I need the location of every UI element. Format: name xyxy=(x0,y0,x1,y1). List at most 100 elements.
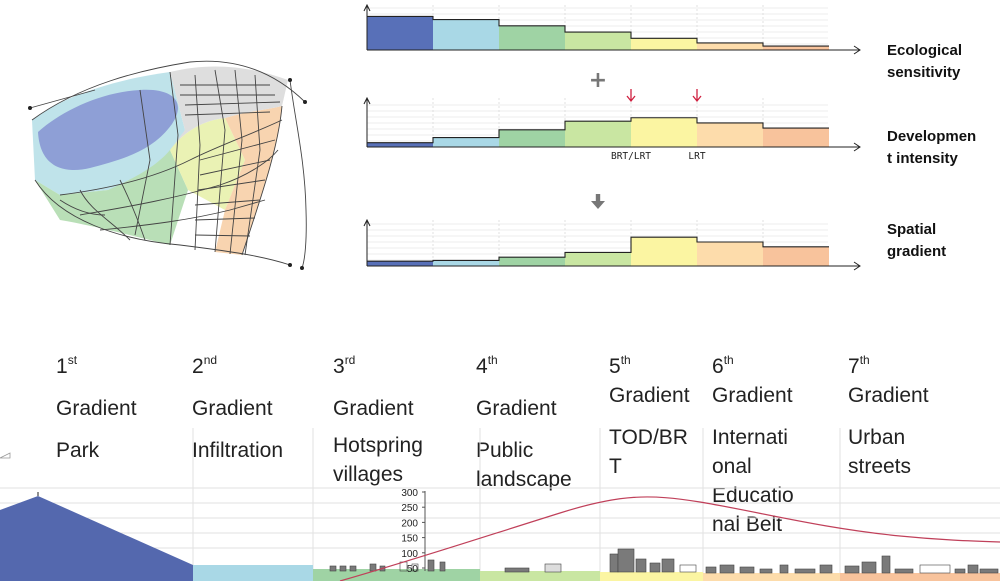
gradient-description: Park xyxy=(56,439,100,462)
gradient-ordinal: 6th xyxy=(712,353,734,378)
label-development-intensity: Developmen t intensity xyxy=(887,128,977,167)
park-hill xyxy=(0,496,193,581)
gradient-ordinal: 7th xyxy=(848,353,870,378)
gradient-word: Gradient xyxy=(476,397,557,420)
axis-tick-label: 250 xyxy=(401,503,418,514)
urban-section: 300 250 200 150 100 50 xyxy=(0,428,1000,581)
step-bar xyxy=(763,246,829,266)
step-bar xyxy=(565,121,631,147)
zone-grey xyxy=(170,66,288,150)
buildings xyxy=(329,548,999,574)
gradient-description: Hotspring xyxy=(333,434,423,457)
step-bar xyxy=(565,252,631,266)
down-arrow-icon xyxy=(591,194,605,209)
gradient-description: nal Belt xyxy=(712,513,783,536)
step-outline xyxy=(367,117,829,144)
x-axis xyxy=(367,261,861,271)
gradient-description: Public xyxy=(476,439,534,462)
step-bar xyxy=(433,19,499,50)
gradient-description: villages xyxy=(333,463,404,486)
step-bar xyxy=(367,261,433,266)
street-grid xyxy=(29,60,307,269)
gradient-description: T xyxy=(609,455,622,478)
gradient-word: Gradient xyxy=(192,397,273,420)
gradient-description: landscape xyxy=(476,468,572,491)
step-bar xyxy=(631,38,697,50)
small-triangle-icon xyxy=(0,452,11,459)
step-bar xyxy=(433,260,499,266)
band-hotspring xyxy=(313,569,480,581)
gradient-description: Infiltration xyxy=(192,439,284,462)
marker-label: BRT/LRT xyxy=(611,151,651,162)
label-ecological-sensitivity: Ecological sensitivity xyxy=(887,42,963,81)
step-bar xyxy=(367,142,433,147)
gradient-word: Gradient xyxy=(56,397,137,420)
gradient-ordinal: 5th xyxy=(609,353,631,378)
step-bar xyxy=(631,117,697,147)
marker-label: LRT xyxy=(688,151,705,162)
band-international xyxy=(703,573,840,581)
band-urban xyxy=(840,573,1000,581)
step-bar xyxy=(697,242,763,266)
gradient-word: Gradient xyxy=(609,384,690,407)
gradient-word: Gradient xyxy=(712,384,793,407)
gradient-word: Gradient xyxy=(333,397,414,420)
axis-tick-label: 150 xyxy=(401,534,418,545)
y-axis xyxy=(363,218,371,266)
step-bar xyxy=(499,257,565,266)
gradient-ordinal: 3rd xyxy=(333,353,356,378)
step-chart-2 xyxy=(363,218,861,271)
band-infiltration xyxy=(193,565,313,581)
step-bar xyxy=(499,25,565,50)
step-bar xyxy=(631,237,697,266)
plus-operator: + xyxy=(589,68,607,93)
step-outline xyxy=(367,15,829,47)
x-axis xyxy=(367,45,861,55)
axis-tick-label: 200 xyxy=(401,518,418,529)
gradient-description: streets xyxy=(848,455,912,478)
label-spatial-gradient: Spatial gradient xyxy=(887,221,947,260)
x-axis xyxy=(367,142,861,152)
zone-green xyxy=(35,150,188,245)
step-chart-0 xyxy=(363,3,861,55)
step-bar xyxy=(697,42,763,50)
gradient-description: TOD/BR xyxy=(609,426,688,449)
step-outline xyxy=(367,236,829,262)
site-plan-map xyxy=(28,60,307,270)
step-bar xyxy=(367,16,433,50)
gradient-description: Internati xyxy=(712,426,788,449)
plan-zones xyxy=(32,66,288,255)
step-bar xyxy=(763,46,829,50)
gradient-word: Gradient xyxy=(848,384,929,407)
gradient-step-charts: + BRT/LRT LRT xyxy=(363,3,861,271)
zone-orange xyxy=(215,106,282,255)
zone-yellow xyxy=(170,118,245,210)
axis-tick-label: 50 xyxy=(407,564,419,575)
band-tod xyxy=(600,572,703,581)
step-bar xyxy=(763,128,829,147)
gradient-ordinal: 1st xyxy=(56,353,78,378)
gradient-description: Educatio xyxy=(712,484,794,507)
step-bar xyxy=(565,32,631,50)
step-bar xyxy=(433,137,499,147)
y-axis xyxy=(363,3,371,50)
step-chart-1 xyxy=(363,96,861,152)
step-bar xyxy=(499,129,565,147)
y-axis xyxy=(363,96,371,147)
gradient-description: Urban xyxy=(848,426,906,449)
step-bar xyxy=(697,122,763,147)
gradient-description: onal xyxy=(712,455,752,478)
band-public xyxy=(480,571,600,581)
road-endpoints xyxy=(28,78,307,270)
axis-tick-label: 300 xyxy=(401,488,418,499)
axis-tick-label: 100 xyxy=(401,549,418,560)
gradient-ordinal: 4th xyxy=(476,353,498,378)
marker-arrow-icon xyxy=(692,89,702,103)
spatial-gradient-curve xyxy=(339,496,1000,581)
